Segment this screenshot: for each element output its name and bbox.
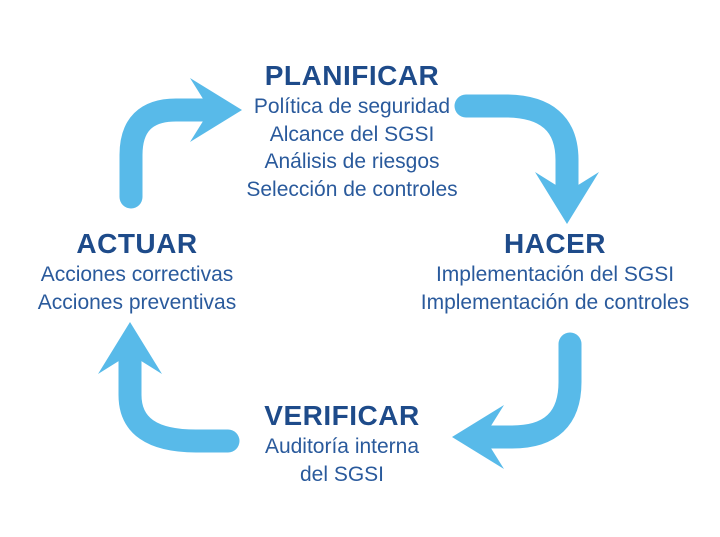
phase-verificar-heading: VERIFICAR bbox=[264, 400, 420, 431]
arrow-actuar-to-planificar-shaft bbox=[119, 98, 215, 209]
phase-planificar-heading: PLANIFICAR bbox=[264, 60, 440, 91]
phase-verificar-item: del SGSI bbox=[299, 462, 385, 486]
arrow-planificar-to-hacer-icon bbox=[454, 94, 599, 224]
arrow-verificar-to-actuar-head bbox=[98, 322, 162, 374]
arrow-actuar-to-planificar-head bbox=[190, 78, 242, 142]
phase-planificar-item: Selección de controles bbox=[246, 177, 458, 201]
phase-hacer-item: Implementación de controles bbox=[420, 290, 690, 314]
phase-planificar-item: Política de seguridad bbox=[253, 95, 451, 118]
arrow-hacer-to-verificar-icon bbox=[452, 332, 582, 469]
phase-verificar-item: Auditoría interna bbox=[264, 435, 420, 458]
phase-actuar: ACTUAR Acciones correctivas Acciones pre… bbox=[7, 227, 267, 316]
phase-actuar-heading: ACTUAR bbox=[76, 228, 198, 259]
arrow-verificar-to-actuar-shaft bbox=[118, 350, 240, 453]
phase-hacer: HACER Implementación del SGSI Implementa… bbox=[405, 227, 705, 316]
phase-actuar-item: Acciones correctivas bbox=[40, 263, 234, 286]
phase-hacer-item: Implementación del SGSI bbox=[435, 263, 675, 286]
phase-planificar-item: Alcance del SGSI bbox=[269, 122, 435, 146]
arrow-actuar-to-planificar-icon bbox=[119, 78, 242, 209]
arrow-hacer-to-verificar-shaft bbox=[478, 332, 582, 449]
arrow-planificar-to-hacer-head bbox=[535, 172, 599, 224]
phase-actuar-item: Acciones preventivas bbox=[37, 290, 237, 314]
phase-planificar: PLANIFICAR Política de seguridad Alcance… bbox=[192, 59, 512, 203]
phase-verificar: VERIFICAR Auditoría interna del SGSI bbox=[192, 399, 492, 488]
phase-planificar-item: Análisis de riesgos bbox=[264, 150, 440, 173]
arrow-verificar-to-actuar-icon bbox=[98, 322, 240, 453]
arrow-hacer-to-verificar-head bbox=[452, 405, 504, 469]
arrow-planificar-to-hacer-shaft bbox=[454, 94, 579, 198]
phase-hacer-heading: HACER bbox=[503, 228, 607, 259]
